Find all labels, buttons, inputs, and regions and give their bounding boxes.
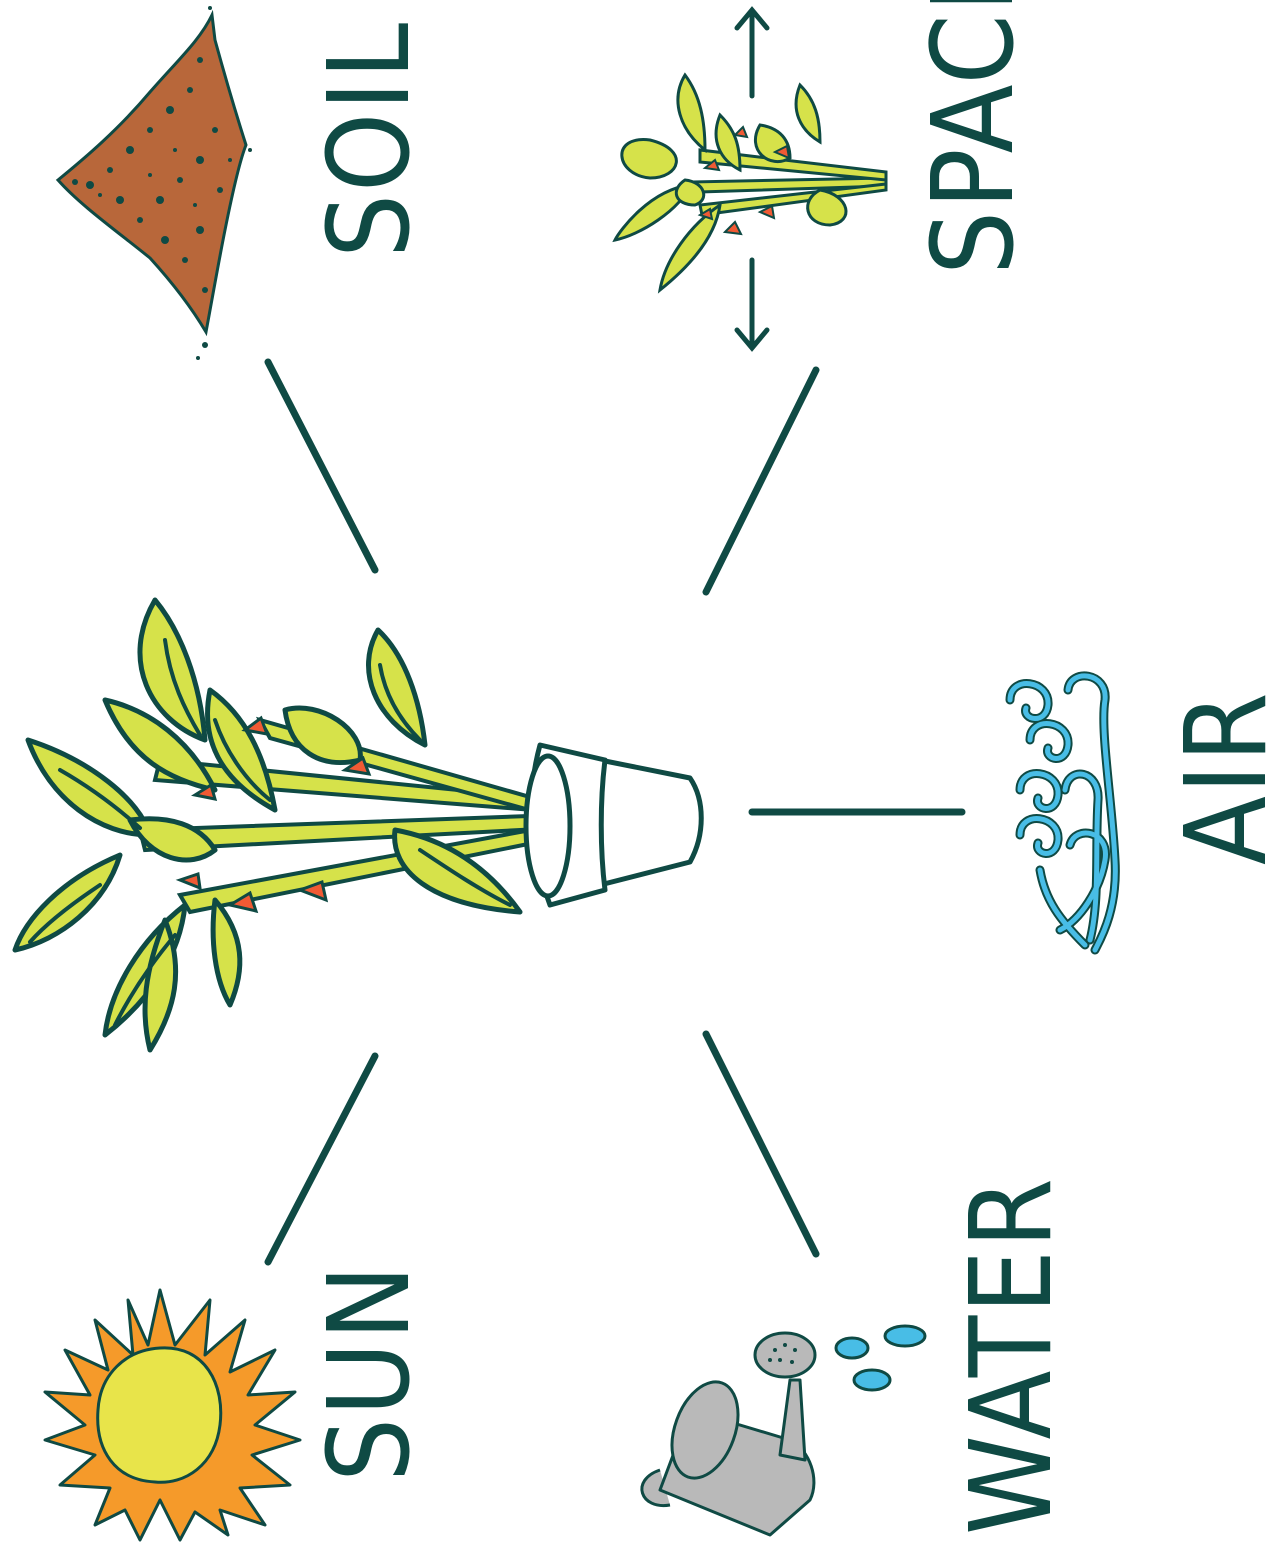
connector-soil (268, 362, 375, 570)
label-air: AIR (1162, 690, 1285, 865)
spreading-plant-icon (615, 10, 886, 348)
label-sun: SUN (305, 1263, 435, 1482)
potted-plant-icon (15, 600, 701, 1050)
connector-sun (268, 1056, 375, 1262)
soil-pile-icon (58, 6, 252, 360)
label-soil: SOIL (305, 21, 435, 258)
label-space: SPACE (909, 0, 1039, 275)
watering-can-icon (642, 1326, 925, 1535)
connector-space (706, 370, 816, 592)
connector-water (706, 1034, 816, 1254)
sun-icon (45, 1290, 300, 1540)
wind-swirl-icon (1010, 676, 1115, 950)
label-water: WATER (947, 1176, 1077, 1535)
